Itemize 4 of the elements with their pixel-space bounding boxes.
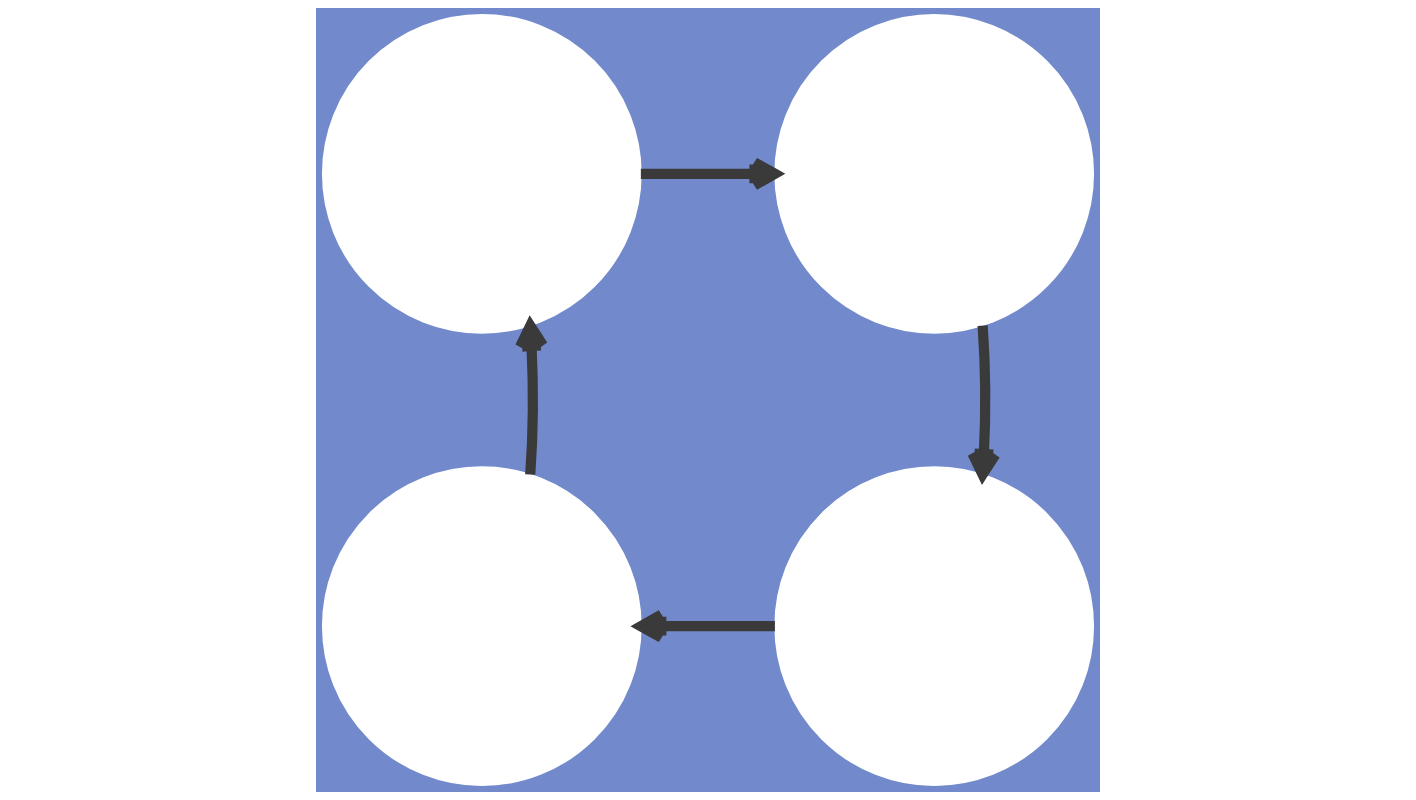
node-circle (321, 466, 642, 787)
node-circle (774, 466, 1095, 787)
node-circle (774, 13, 1095, 334)
node-circle (321, 13, 642, 334)
